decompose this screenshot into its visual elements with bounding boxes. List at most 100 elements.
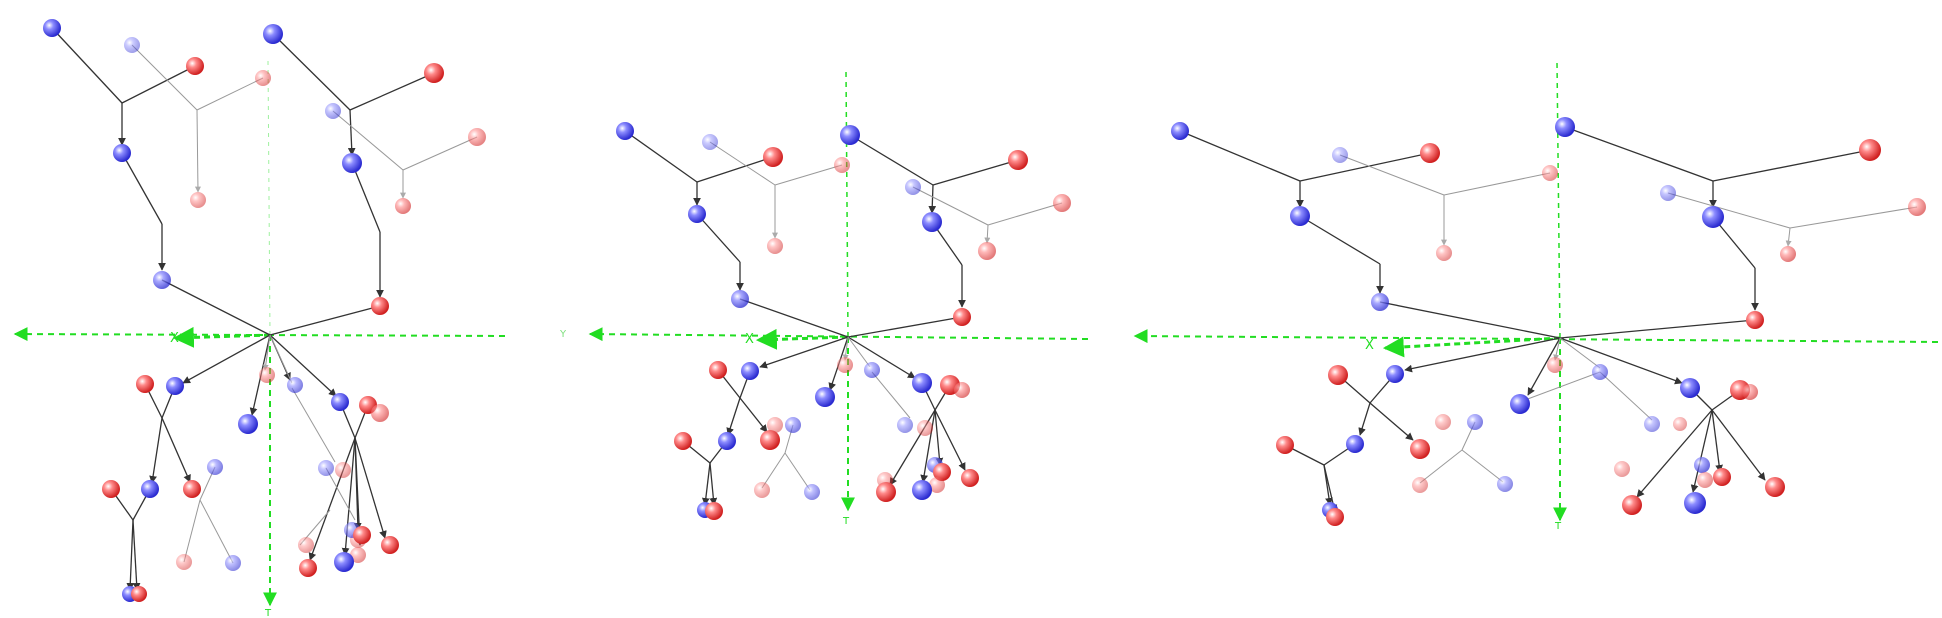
- node-blue: [1684, 492, 1706, 514]
- node-blue: [840, 125, 860, 145]
- node-red: [131, 586, 147, 602]
- node-red: [705, 502, 723, 520]
- node-blue: [238, 414, 258, 434]
- node-blue: [263, 24, 283, 44]
- node-red: [298, 537, 314, 553]
- x-axis-label: X: [1365, 338, 1374, 353]
- node-blue: [912, 480, 932, 500]
- node-blue: [225, 555, 241, 571]
- node-red: [834, 157, 850, 173]
- node-blue: [1510, 394, 1530, 414]
- node-red: [767, 417, 783, 433]
- node-red: [1328, 365, 1348, 385]
- t-axis-label: T: [842, 516, 850, 527]
- node-red: [709, 361, 727, 379]
- node-blue: [897, 417, 913, 433]
- node-blue: [1171, 122, 1189, 140]
- x-axis-arrow: [172, 326, 271, 348]
- node-blue: [1497, 476, 1513, 492]
- node-blue: [731, 290, 749, 308]
- node-blue: [688, 205, 706, 223]
- node-blue: [207, 459, 223, 475]
- node-red: [1542, 165, 1558, 181]
- y-axis-faint: [845, 69, 849, 338]
- node-blue: [1290, 206, 1310, 226]
- node-red: [176, 554, 192, 570]
- node-blue: [741, 362, 759, 380]
- node-red: [1765, 477, 1785, 497]
- panel-2: X Y T: [559, 69, 1089, 527]
- upper-tree-nodes: [616, 122, 1071, 326]
- y-axis-faint: [1556, 61, 1561, 339]
- x-axis-label: X: [170, 331, 179, 346]
- t-axis-label: T: [264, 608, 272, 618]
- node-blue: [616, 122, 634, 140]
- node-blue: [1702, 206, 1724, 228]
- node-blue: [1386, 365, 1404, 383]
- node-blue: [718, 432, 736, 450]
- node-red: [876, 482, 896, 502]
- node-red: [1410, 439, 1430, 459]
- node-blue: [1371, 293, 1389, 311]
- node-blue: [166, 377, 184, 395]
- node-red: [190, 192, 206, 208]
- node-red: [1614, 461, 1630, 477]
- node-red: [468, 128, 486, 146]
- node-red: [1742, 384, 1758, 400]
- node-blue: [43, 19, 61, 37]
- node-red: [978, 242, 996, 260]
- node-blue: [141, 480, 159, 498]
- node-blue: [804, 484, 820, 500]
- node-red: [259, 367, 275, 383]
- node-blue: [287, 377, 303, 393]
- upper-tree-nodes: [1171, 117, 1926, 329]
- node-blue: [1680, 378, 1700, 398]
- y-axis-label: Y: [559, 329, 567, 340]
- node-red: [1859, 139, 1881, 161]
- node-red: [371, 404, 389, 422]
- node-red: [1420, 143, 1440, 163]
- node-blue: [785, 417, 801, 433]
- node-blue: [864, 362, 880, 378]
- node-red: [961, 469, 979, 487]
- node-red: [186, 57, 204, 75]
- node-red: [381, 536, 399, 554]
- t-axis-label: T: [1554, 521, 1562, 532]
- node-red: [763, 147, 783, 167]
- node-blue: [905, 179, 921, 195]
- node-blue: [1332, 147, 1348, 163]
- node-blue: [331, 393, 349, 411]
- node-blue: [113, 144, 131, 162]
- x-axis: [13, 327, 506, 342]
- node-red: [760, 430, 780, 450]
- node-blue: [1660, 185, 1676, 201]
- node-red: [837, 357, 853, 373]
- lower-tree-nodes: [102, 367, 399, 602]
- node-blue: [342, 153, 362, 173]
- node-blue: [815, 387, 835, 407]
- node-red: [371, 297, 389, 315]
- node-red: [1908, 198, 1926, 216]
- node-blue: [912, 373, 932, 393]
- node-red: [255, 70, 271, 86]
- node-blue: [1467, 414, 1483, 430]
- node-red: [136, 375, 154, 393]
- node-red: [1276, 436, 1294, 454]
- node-blue: [325, 103, 341, 119]
- node-red: [1008, 150, 1028, 170]
- node-blue: [702, 134, 718, 150]
- node-red: [350, 547, 366, 563]
- node-red: [1053, 194, 1071, 212]
- node-red: [1326, 508, 1344, 526]
- node-red: [933, 463, 951, 481]
- node-red: [1622, 495, 1642, 515]
- node-red: [1436, 245, 1452, 261]
- node-red: [183, 480, 201, 498]
- node-red: [1746, 311, 1764, 329]
- node-blue: [153, 271, 171, 289]
- node-red: [917, 420, 933, 436]
- node-red: [395, 198, 411, 214]
- node-red: [953, 308, 971, 326]
- node-blue: [1694, 457, 1710, 473]
